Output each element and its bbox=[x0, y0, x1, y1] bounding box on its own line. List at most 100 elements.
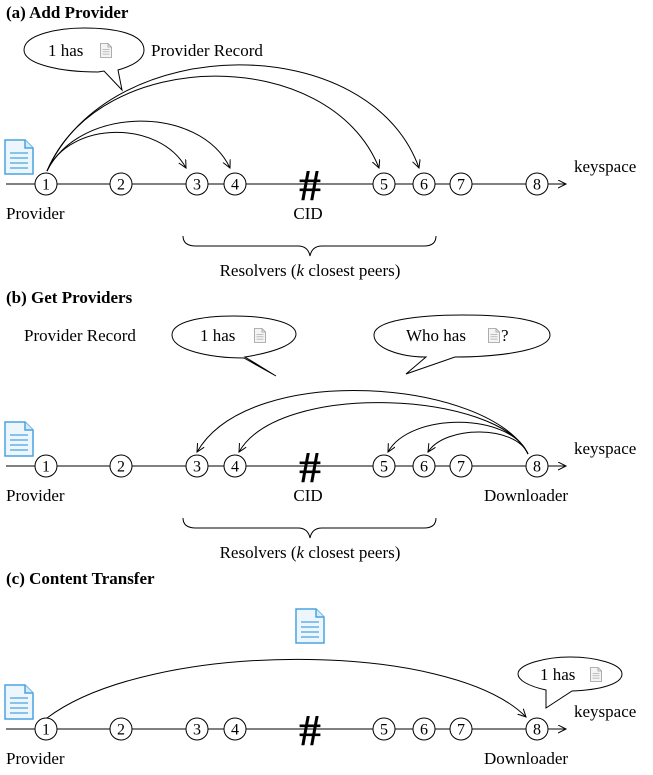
peer-node-2 bbox=[109, 172, 133, 196]
cid-hash-icon: # bbox=[299, 706, 321, 755]
peer-nodes: 1 2 3 4 5 6 7 8 bbox=[34, 454, 549, 478]
peer-node-7 bbox=[449, 717, 473, 741]
provider-record-label: Provider Record bbox=[151, 41, 263, 60]
peer-node-4 bbox=[223, 172, 247, 196]
peer-node-5 bbox=[372, 172, 396, 196]
bubble-text: Who has bbox=[406, 326, 466, 345]
peer-node-3 bbox=[185, 454, 209, 478]
peer-node-6 bbox=[412, 454, 436, 478]
arc-1-to-6 bbox=[46, 64, 419, 172]
peer-node-label: 5 bbox=[380, 459, 388, 476]
resolvers-brace bbox=[182, 517, 437, 539]
cid-label: CID bbox=[293, 204, 322, 223]
peer-node-label: 6 bbox=[420, 722, 428, 739]
cid-hash-icon: # bbox=[299, 443, 321, 492]
arc-8-to-6 bbox=[428, 431, 529, 455]
peer-node-label: 8 bbox=[533, 722, 541, 739]
arc-1-to-4 bbox=[46, 120, 230, 172]
arc-1-to-5 bbox=[46, 75, 379, 172]
peer-node-label: 2 bbox=[117, 459, 125, 476]
peer-node-label: 2 bbox=[117, 177, 125, 194]
peer-node-8 bbox=[525, 454, 549, 478]
peer-node-label: 7 bbox=[457, 722, 465, 739]
peer-node-1 bbox=[34, 717, 58, 741]
peer-node-6 bbox=[412, 172, 436, 196]
peer-node-label: 4 bbox=[231, 177, 239, 194]
bubble-question: ? bbox=[501, 326, 509, 345]
peer-node-7 bbox=[449, 172, 473, 196]
peer-node-label: 8 bbox=[533, 459, 541, 476]
document-icon bbox=[4, 139, 34, 175]
peer-node-1 bbox=[34, 454, 58, 478]
peer-node-5 bbox=[372, 454, 396, 478]
peer-node-8 bbox=[525, 717, 549, 741]
arc-1-to-3 bbox=[46, 131, 186, 172]
peer-node-8 bbox=[525, 172, 549, 196]
peer-node-label: 6 bbox=[420, 459, 428, 476]
peer-node-3 bbox=[185, 172, 209, 196]
downloader-label: Downloader bbox=[484, 749, 568, 768]
provider-label: Provider bbox=[6, 749, 65, 768]
document-icon bbox=[100, 43, 112, 58]
resolvers-label: Resolvers (k closest peers) bbox=[220, 543, 401, 562]
bubble-text: 1 has bbox=[48, 41, 83, 60]
peer-node-5 bbox=[372, 717, 396, 741]
keyspace-label: keyspace bbox=[574, 439, 636, 458]
provider-label: Provider bbox=[6, 204, 65, 223]
panel-title: (b) Get Providers bbox=[6, 288, 133, 307]
panel-get-providers: (b) Get Providers Provider Record 1 has … bbox=[4, 288, 636, 562]
keyspace-label: keyspace bbox=[574, 702, 636, 721]
bubble-text: 1 has bbox=[200, 326, 235, 345]
arc-8-to-4 bbox=[239, 402, 529, 455]
keyspace-label: keyspace bbox=[574, 157, 636, 176]
speech-bubble: 1 has bbox=[23, 27, 145, 92]
arc-8-to-5 bbox=[388, 421, 529, 455]
speech-bubble-left: 1 has bbox=[171, 315, 297, 377]
document-icon bbox=[295, 608, 325, 644]
peer-node-label: 1 bbox=[42, 177, 50, 194]
peer-node-4 bbox=[223, 717, 247, 741]
lookup-arcs bbox=[197, 389, 529, 455]
peer-node-label: 5 bbox=[380, 177, 388, 194]
peer-node-1 bbox=[34, 172, 58, 196]
panel-title: (c) Content Transfer bbox=[6, 569, 155, 588]
peer-nodes: 1 2 3 4 5 6 7 8 bbox=[34, 172, 549, 196]
downloader-label: Downloader bbox=[484, 486, 568, 505]
peer-node-label: 4 bbox=[231, 722, 239, 739]
peer-node-label: 7 bbox=[457, 177, 465, 194]
peer-node-label: 5 bbox=[380, 722, 388, 739]
provider-record-label: Provider Record bbox=[24, 326, 136, 345]
peer-node-6 bbox=[412, 717, 436, 741]
panel-title: (a) Add Provider bbox=[6, 3, 129, 22]
peer-node-label: 3 bbox=[193, 459, 201, 476]
peer-node-label: 7 bbox=[457, 459, 465, 476]
arc-8-to-3 bbox=[197, 389, 529, 455]
peer-node-7 bbox=[449, 454, 473, 478]
peer-node-2 bbox=[109, 717, 133, 741]
document-icon bbox=[254, 328, 266, 343]
resolvers-brace bbox=[182, 235, 437, 257]
document-icon bbox=[4, 421, 34, 457]
provider-label: Provider bbox=[6, 486, 65, 505]
speech-bubble-right: Who has ? bbox=[373, 314, 551, 375]
store-arcs bbox=[46, 64, 419, 172]
peer-node-label: 8 bbox=[533, 177, 541, 194]
peer-node-4 bbox=[223, 454, 247, 478]
document-icon bbox=[4, 684, 34, 720]
peer-node-label: 6 bbox=[420, 177, 428, 194]
peer-node-label: 1 bbox=[42, 459, 50, 476]
cid-hash-icon: # bbox=[299, 161, 321, 210]
document-icon bbox=[590, 667, 602, 682]
peer-node-2 bbox=[109, 454, 133, 478]
cid-label: CID bbox=[293, 486, 322, 505]
peer-node-label: 1 bbox=[42, 722, 50, 739]
peer-node-label: 4 bbox=[231, 459, 239, 476]
speech-bubble: 1 has bbox=[517, 656, 623, 709]
panel-add-provider: (a) Add Provider 1 has Provider Record k… bbox=[4, 3, 636, 280]
bubble-text: 1 has bbox=[540, 665, 575, 684]
peer-node-label: 3 bbox=[193, 722, 201, 739]
peer-node-label: 3 bbox=[193, 177, 201, 194]
